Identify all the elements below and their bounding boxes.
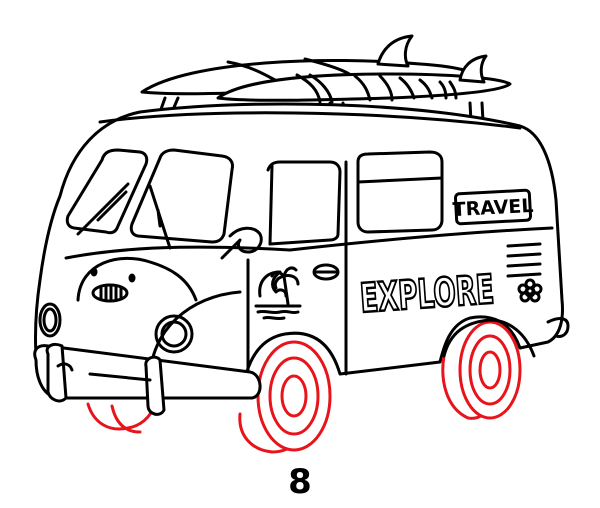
door-handle [312, 263, 340, 281]
travel-sign-text: TRAVEL [452, 195, 534, 221]
wheel-front-right-hub [280, 374, 308, 418]
travel-sign-frame [453, 188, 533, 226]
rack-strap [295, 73, 458, 104]
headlights [38, 302, 194, 354]
windshield [65, 148, 263, 260]
wave [258, 270, 288, 298]
eye-left [90, 267, 98, 277]
bumper-hook [56, 362, 74, 372]
side-windows [246, 150, 444, 376]
eye-right [128, 273, 136, 283]
bumper-guard-right [144, 355, 166, 416]
nose-panel [76, 256, 198, 302]
step-number: 8 [288, 462, 312, 502]
wheel-front-left [86, 402, 156, 434]
wheel-rear-rim [468, 334, 512, 406]
headlight-right [154, 314, 194, 354]
surfboard-fin [376, 34, 414, 68]
headlight-left-inner [42, 307, 58, 333]
wiper-left [76, 182, 130, 236]
grille-bars [99, 284, 123, 302]
roof-line [98, 111, 522, 130]
window-slider-line [356, 176, 444, 184]
windshield-right [129, 148, 234, 244]
flower-icon [517, 278, 543, 303]
bumper-guard-left [45, 342, 68, 403]
door-window-frame [268, 164, 274, 246]
wiper-right [148, 184, 172, 250]
belt-line [64, 226, 554, 260]
palm-wave-icon [254, 266, 302, 321]
surfboard-fin [458, 54, 488, 84]
travel-sign: TRAVEL [452, 188, 534, 226]
wheel-front-right-rim [268, 356, 320, 436]
bumper-highlight [88, 372, 152, 382]
van-face [90, 267, 136, 303]
vent-lines [506, 242, 542, 278]
palm-tree [270, 266, 300, 306]
headlight-right-inner [160, 320, 188, 348]
water-lines [254, 304, 302, 321]
windshield-left [65, 148, 149, 235]
vent-slat [506, 242, 542, 278]
door-window [266, 160, 342, 246]
headlight-left [38, 302, 62, 338]
wheel-rear-hub [478, 350, 502, 390]
wheel-front-left-tread [110, 404, 142, 434]
side-mirror [220, 226, 263, 260]
wheel-rear [441, 320, 522, 420]
rear-fender [442, 318, 536, 358]
wheel-front-right [238, 340, 332, 454]
front-bumper [33, 342, 262, 416]
rear-side-window [356, 150, 444, 234]
surfboards [140, 34, 512, 142]
rear-bumper-end [546, 317, 570, 338]
explore-text: EXPLORE [359, 267, 496, 322]
